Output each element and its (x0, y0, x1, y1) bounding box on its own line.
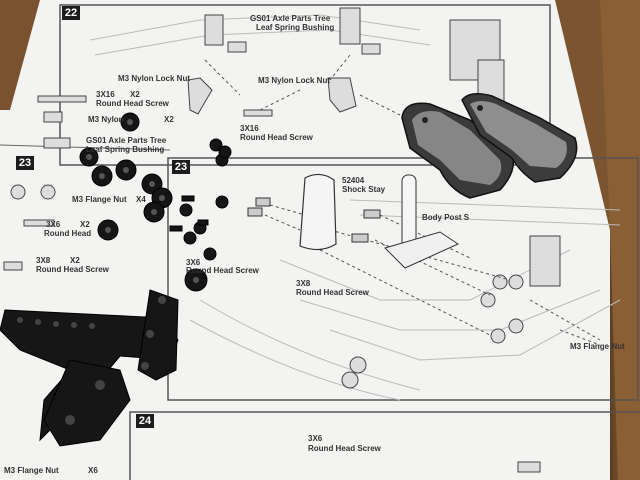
flange-nut-label: M3 Flange Nut (570, 342, 625, 351)
flange-nut-label: M3 Flange Nut (4, 466, 59, 475)
table-edge (600, 0, 640, 480)
qty-label: X2 (130, 90, 140, 99)
body-post-label: Body Post S (422, 213, 470, 222)
qty-label: X4 (136, 195, 146, 204)
nylon-nut-label: M3 Nylon Lock Nut (258, 76, 331, 85)
screw-type-label: Round Head (44, 229, 92, 238)
chrome-brackets (401, 93, 578, 199)
step-number-24: 24 (136, 414, 154, 428)
qty-label: X2 (80, 220, 90, 229)
step-number-23-side: 23 (16, 156, 34, 170)
step23-screws (247, 197, 381, 243)
table-edge (0, 0, 40, 110)
shock-stay-label: Shock Stay (342, 185, 386, 194)
nut-holes (86, 119, 199, 283)
leaf-bushing-label: Leaf Spring Bushing (256, 23, 335, 32)
screw-size-label: 3X6 (46, 220, 61, 229)
screw-type-label: Round Head Screw (36, 265, 109, 274)
flange-nut-label: M3 Flange Nut (72, 195, 127, 204)
qty-label: X6 (88, 466, 98, 475)
screw-size-label: 3X16 (96, 90, 115, 99)
axle-parts-label: GS01 Axle Parts Tree (250, 14, 331, 23)
screw-size-label: 3X8 (296, 279, 311, 288)
shock-stay-drawing (299, 173, 337, 251)
screw-type-label: Round Head Screw (240, 133, 313, 142)
nylon-label: M3 Nylon (88, 115, 124, 124)
divider (0, 144, 171, 151)
axle-parts-label: GS01 Axle Parts Tree (86, 136, 167, 145)
qty-label: X2 (70, 256, 80, 265)
body-post-base (384, 231, 460, 269)
screw-type-label: Round Head Screw (96, 99, 169, 108)
screw-type-label: Round Head Screw (296, 288, 369, 297)
step24-frame (129, 411, 640, 480)
part-number-label: 52404 (342, 176, 365, 185)
step23-frame (167, 157, 639, 401)
screw-type-label: Round Head Screw (308, 444, 381, 453)
screw-size-label: 3X6 (308, 434, 323, 443)
screw-size-label: 3X6 (186, 258, 201, 267)
mount-holes (17, 296, 166, 425)
black-body-mounts (0, 289, 179, 447)
chassis-sketch (89, 14, 621, 401)
screw-size-label: 3X8 (36, 256, 51, 265)
hardware-sketches (3, 7, 561, 473)
qty-label: X2 (164, 115, 174, 124)
step22-frame (59, 4, 551, 166)
step-number-23: 23 (172, 160, 190, 174)
step-number-22: 22 (62, 6, 80, 20)
screw-size-label: 3X16 (240, 124, 259, 133)
screw-type-label: Round Head Screw (186, 266, 259, 275)
leaf-bushing-label: Leaf Spring Bushing (86, 145, 165, 154)
nylon-nut-label: M3 Nylon Lock Nut (118, 74, 191, 83)
